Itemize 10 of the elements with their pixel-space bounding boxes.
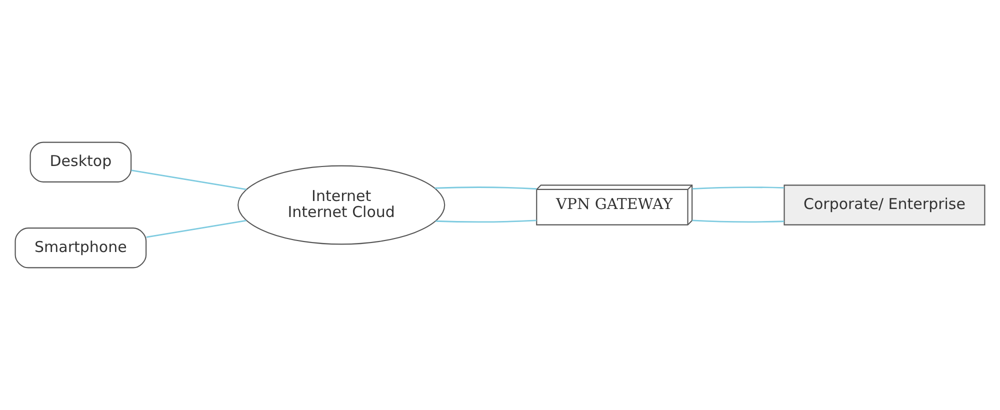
connector [692,220,784,223]
node-box: Corporate/ Enterprise [784,184,986,226]
node-box: Smartphone [14,228,147,268]
connector [692,186,784,190]
connector [131,170,247,190]
connector [436,220,537,223]
connector [434,186,537,190]
node-box: Desktop [30,142,132,182]
node-ellipse: Internet Internet Cloud [238,165,446,245]
connector [146,220,246,238]
